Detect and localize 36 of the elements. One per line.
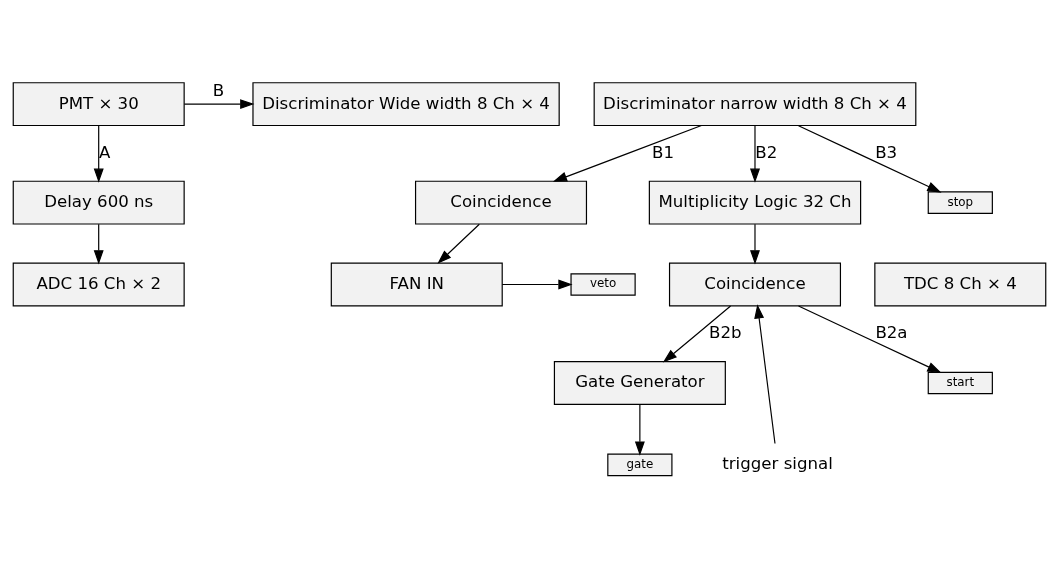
node-box: Coincidence [668,262,842,306]
node-box: Gate Generator [553,360,726,405]
node-box: start [927,371,993,394]
node-box: Delay 600 ns [12,180,185,225]
node-box: ADC 16 Ch × 2 [12,262,185,306]
edge-label: B2 [755,142,778,162]
arrow [183,98,255,109]
node-box: veto [570,272,636,296]
arrow [750,124,760,183]
edge-label: B2a [875,322,908,342]
edge-label: A [98,142,111,162]
node-box: PMT × 30 [12,81,185,126]
node-text: trigger signal [722,453,833,473]
edge-label: B3 [875,142,898,162]
node-box: TDC 8 Ch × 4 [874,262,1047,306]
arrow [552,124,703,182]
node-box: Multiplicity Logic 32 Ch [648,180,862,225]
arrow [501,279,573,289]
edge-label: B2b [709,322,742,342]
arrow [634,403,645,456]
arrow [754,303,776,444]
arrow [437,223,480,264]
arrow [797,305,942,373]
arrow [93,223,104,264]
node-box: Discriminator Wide width 8 Ch × 4 [252,81,560,126]
node-box: Coincidence [414,180,588,225]
node-box: FAN IN [330,262,503,306]
node-box: stop [927,190,993,214]
arrow [797,124,942,193]
node-box: Discriminator narrow width 8 Ch × 4 [593,81,917,126]
arrow [750,223,760,264]
edge-label: B1 [652,142,674,162]
edge-label: B [212,80,225,100]
arrow [662,305,732,363]
node-box: gate [607,453,673,476]
arrow [93,124,104,183]
